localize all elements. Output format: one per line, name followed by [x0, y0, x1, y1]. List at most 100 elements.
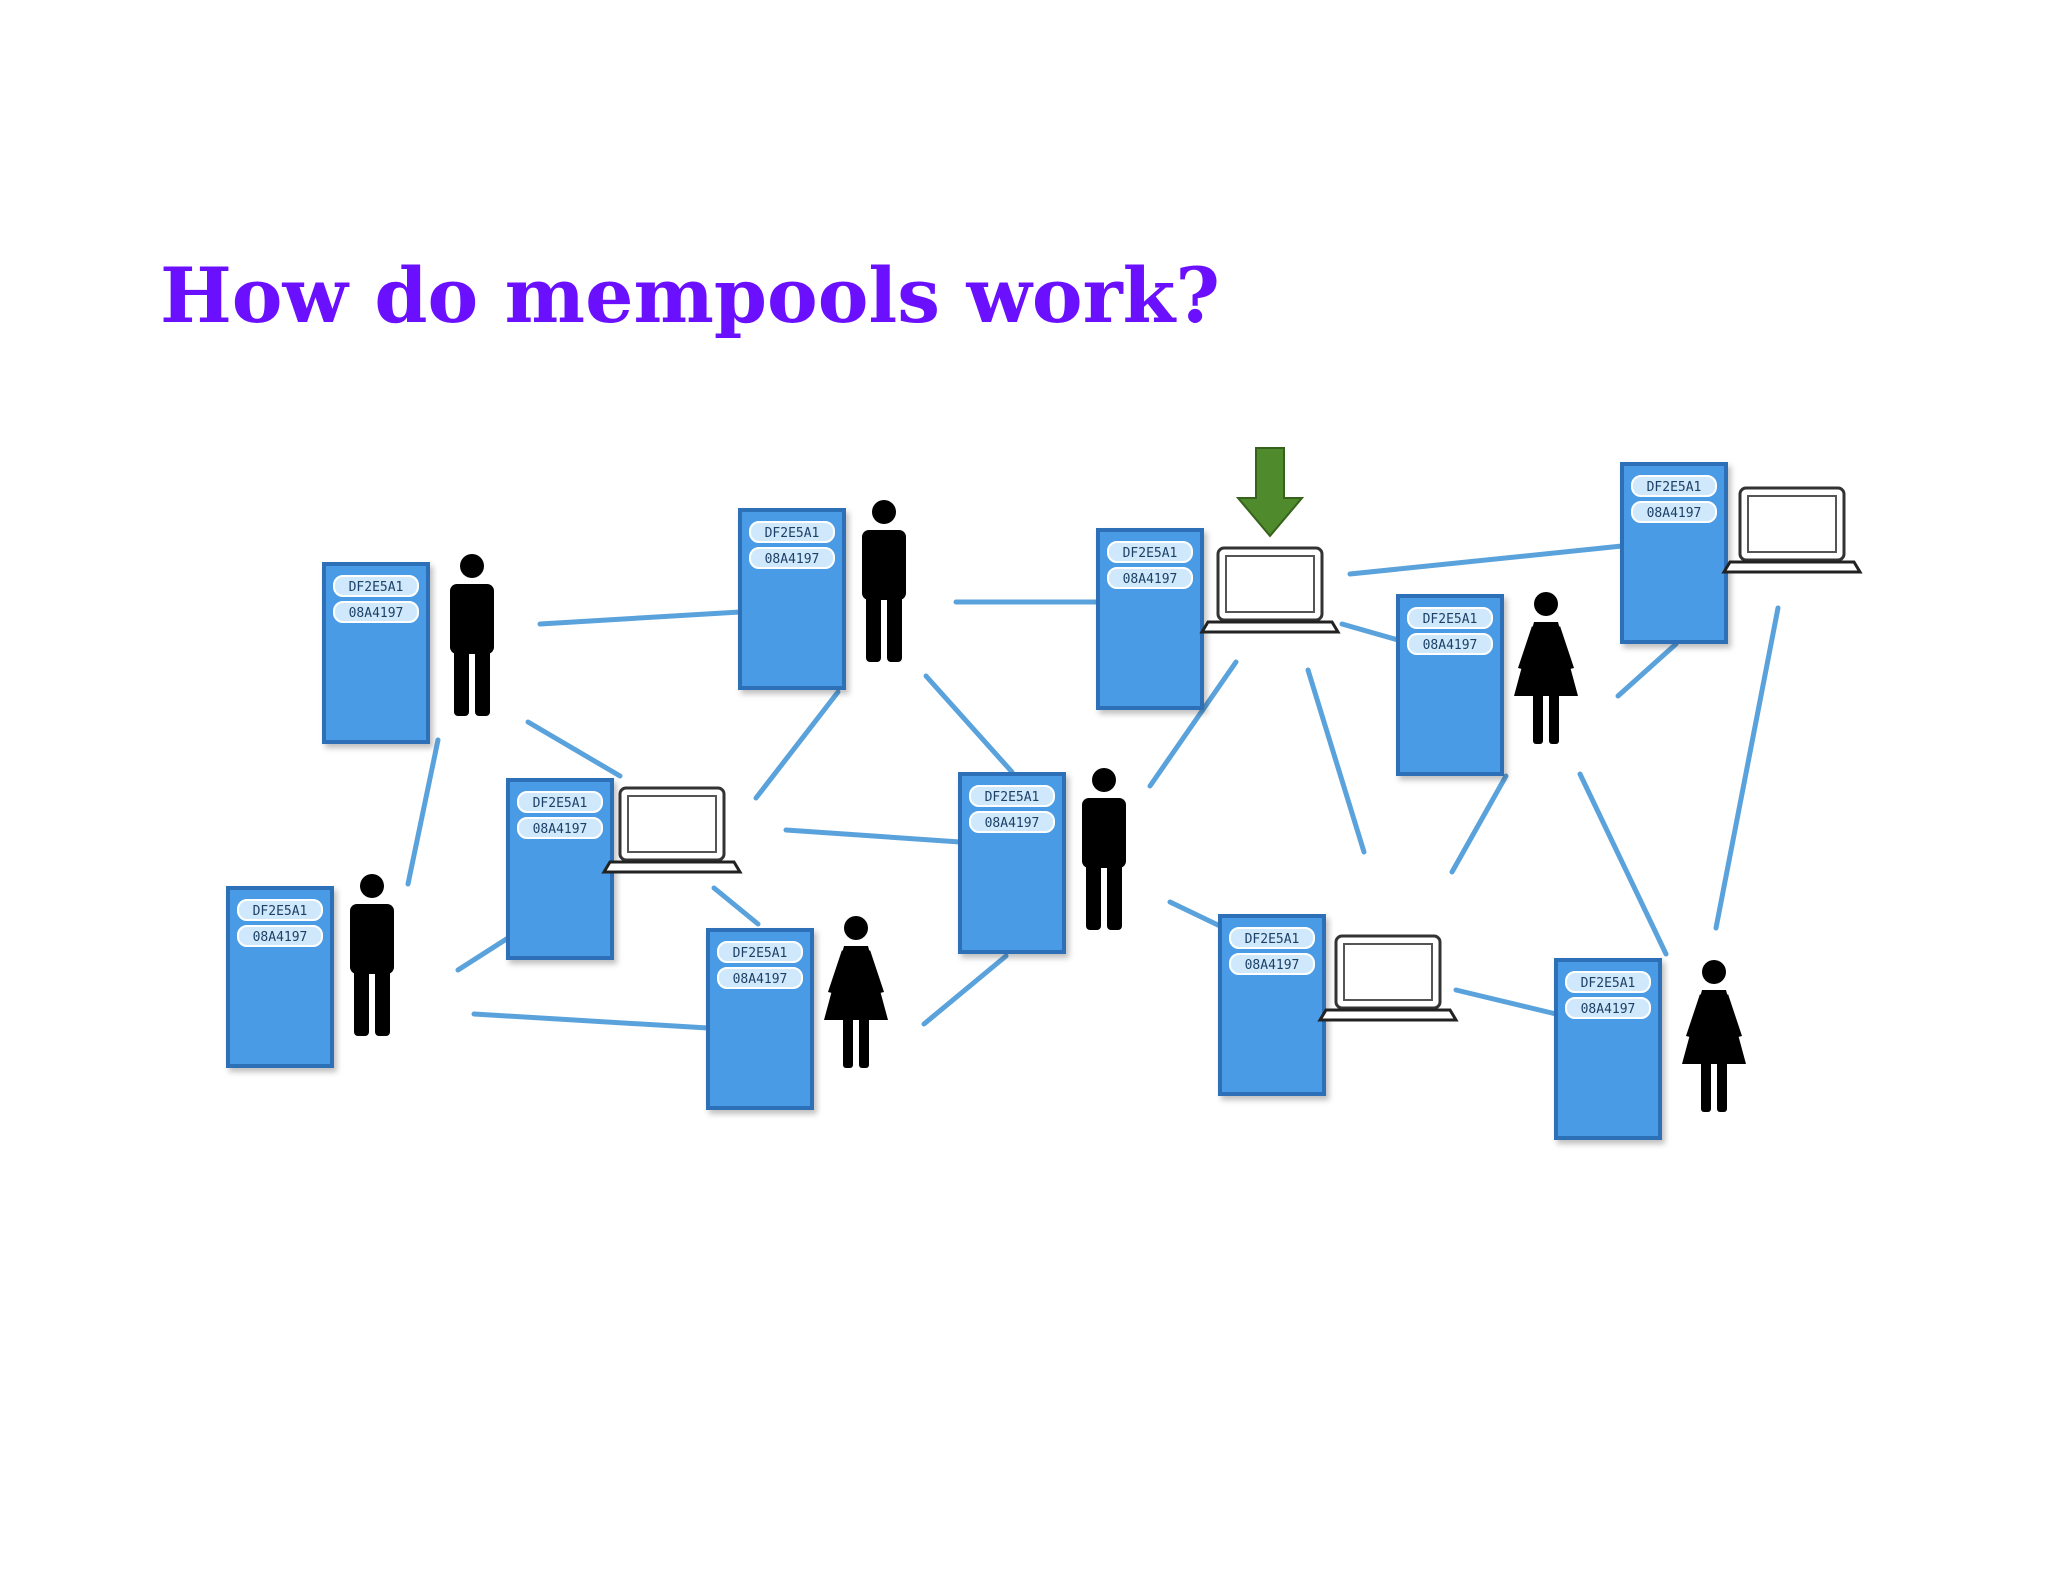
mempool-server: DF2E5A1 08A4197 [1554, 958, 1662, 1140]
network-edge [1347, 543, 1625, 577]
transaction-tag [1407, 607, 1493, 629]
network-node: DF2E5A1 08A4197 [506, 778, 743, 960]
mempool-server: DF2E5A1 08A4197 [226, 886, 334, 1068]
network-edge [1147, 659, 1239, 789]
network-edges [405, 543, 1781, 1031]
transaction-id-text: DF2E5A1 [765, 526, 820, 541]
transaction-id-text: DF2E5A1 [349, 580, 404, 595]
transaction-tag [969, 785, 1055, 807]
transaction-tag [237, 925, 323, 947]
mempool-server: DF2E5A1 08A4197 [506, 778, 614, 960]
transaction-tag [1107, 567, 1193, 589]
laptop-icon [1317, 934, 1459, 1022]
transaction-tag [969, 811, 1055, 833]
man-icon [450, 554, 494, 716]
network-node: DF2E5A1 08A4197 [1620, 462, 1863, 644]
transaction-id-text: 08A4197 [1245, 958, 1300, 973]
transaction-tag [1107, 541, 1193, 563]
mempool-server: DF2E5A1 08A4197 [738, 508, 846, 690]
woman-icon [1514, 592, 1578, 744]
network-node: DF2E5A1 08A4197 [1218, 914, 1459, 1096]
transaction-tag [749, 547, 835, 569]
network-edge [921, 953, 1009, 1027]
network-edge [1339, 621, 1401, 643]
transaction-tag [1631, 501, 1717, 523]
network-node: DF2E5A1 08A4197 [706, 916, 888, 1110]
transaction-id-text: DF2E5A1 [1423, 612, 1478, 627]
network-edge [1305, 667, 1367, 855]
mempool-server: DF2E5A1 08A4197 [958, 772, 1066, 954]
transaction-id-text: DF2E5A1 [1245, 932, 1300, 947]
transaction-id-text: DF2E5A1 [733, 946, 788, 961]
network-edge [405, 737, 441, 887]
transaction-tag [717, 941, 803, 963]
down-arrow-icon [1235, 447, 1305, 538]
network-edge [471, 1011, 711, 1031]
mempool-server: DF2E5A1 08A4197 [706, 928, 814, 1110]
transaction-id-text: DF2E5A1 [1581, 976, 1636, 991]
incoming-transaction-marker [1235, 447, 1305, 538]
transaction-id-text: 08A4197 [253, 930, 308, 945]
transaction-tag [333, 575, 419, 597]
network-edge [711, 885, 761, 927]
woman-icon [824, 916, 888, 1068]
transaction-id-text: 08A4197 [1581, 1002, 1636, 1017]
transaction-tag [517, 791, 603, 813]
transaction-tag [1565, 971, 1651, 993]
network-edge [1453, 987, 1559, 1017]
laptop-icon [1721, 486, 1863, 574]
network-edge [753, 689, 841, 801]
transaction-tag [333, 601, 419, 623]
network-edge [1167, 899, 1223, 929]
transaction-tag [517, 817, 603, 839]
network-edge [1615, 641, 1679, 699]
laptop-icon [601, 786, 743, 874]
transaction-id-text: 08A4197 [733, 972, 788, 987]
network-node: DF2E5A1 08A4197 [738, 500, 906, 690]
network-edge [923, 673, 1015, 775]
transaction-id-text: 08A4197 [533, 822, 588, 837]
transaction-tag [1229, 953, 1315, 975]
network-edge [525, 719, 623, 779]
man-icon [862, 500, 906, 662]
network-edge [1449, 773, 1509, 875]
network-edge [783, 827, 963, 845]
woman-icon [1682, 960, 1746, 1112]
mempool-server: DF2E5A1 08A4197 [1096, 528, 1204, 710]
transaction-tag [1229, 927, 1315, 949]
network-edge [1713, 605, 1781, 931]
network-edge [1577, 771, 1669, 957]
network-node: DF2E5A1 08A4197 [958, 768, 1126, 954]
mempool-server: DF2E5A1 08A4197 [1620, 462, 1728, 644]
network-edge [455, 935, 511, 973]
transaction-id-text: DF2E5A1 [533, 796, 588, 811]
transaction-id-text: DF2E5A1 [253, 904, 308, 919]
network-node: DF2E5A1 08A4197 [1554, 958, 1746, 1140]
transaction-id-text: 08A4197 [1123, 572, 1178, 587]
network-node: DF2E5A1 08A4197 [226, 874, 394, 1068]
transaction-tag [237, 899, 323, 921]
transaction-id-text: 08A4197 [765, 552, 820, 567]
transaction-tag [1631, 475, 1717, 497]
mempool-server: DF2E5A1 08A4197 [1218, 914, 1326, 1096]
page-title: How do mempools work? [160, 251, 1220, 340]
network-edge [537, 609, 743, 627]
transaction-id-text: DF2E5A1 [1647, 480, 1702, 495]
man-icon [1082, 768, 1126, 930]
transaction-id-text: DF2E5A1 [1123, 546, 1178, 561]
transaction-id-text: 08A4197 [985, 816, 1040, 831]
transaction-tag [717, 967, 803, 989]
transaction-tag [1407, 633, 1493, 655]
network-node: DF2E5A1 08A4197 [1096, 528, 1341, 710]
laptop-icon [1199, 546, 1341, 634]
transaction-id-text: DF2E5A1 [985, 790, 1040, 805]
man-icon [350, 874, 394, 1036]
transaction-tag [1565, 997, 1651, 1019]
transaction-id-text: 08A4197 [1647, 506, 1702, 521]
